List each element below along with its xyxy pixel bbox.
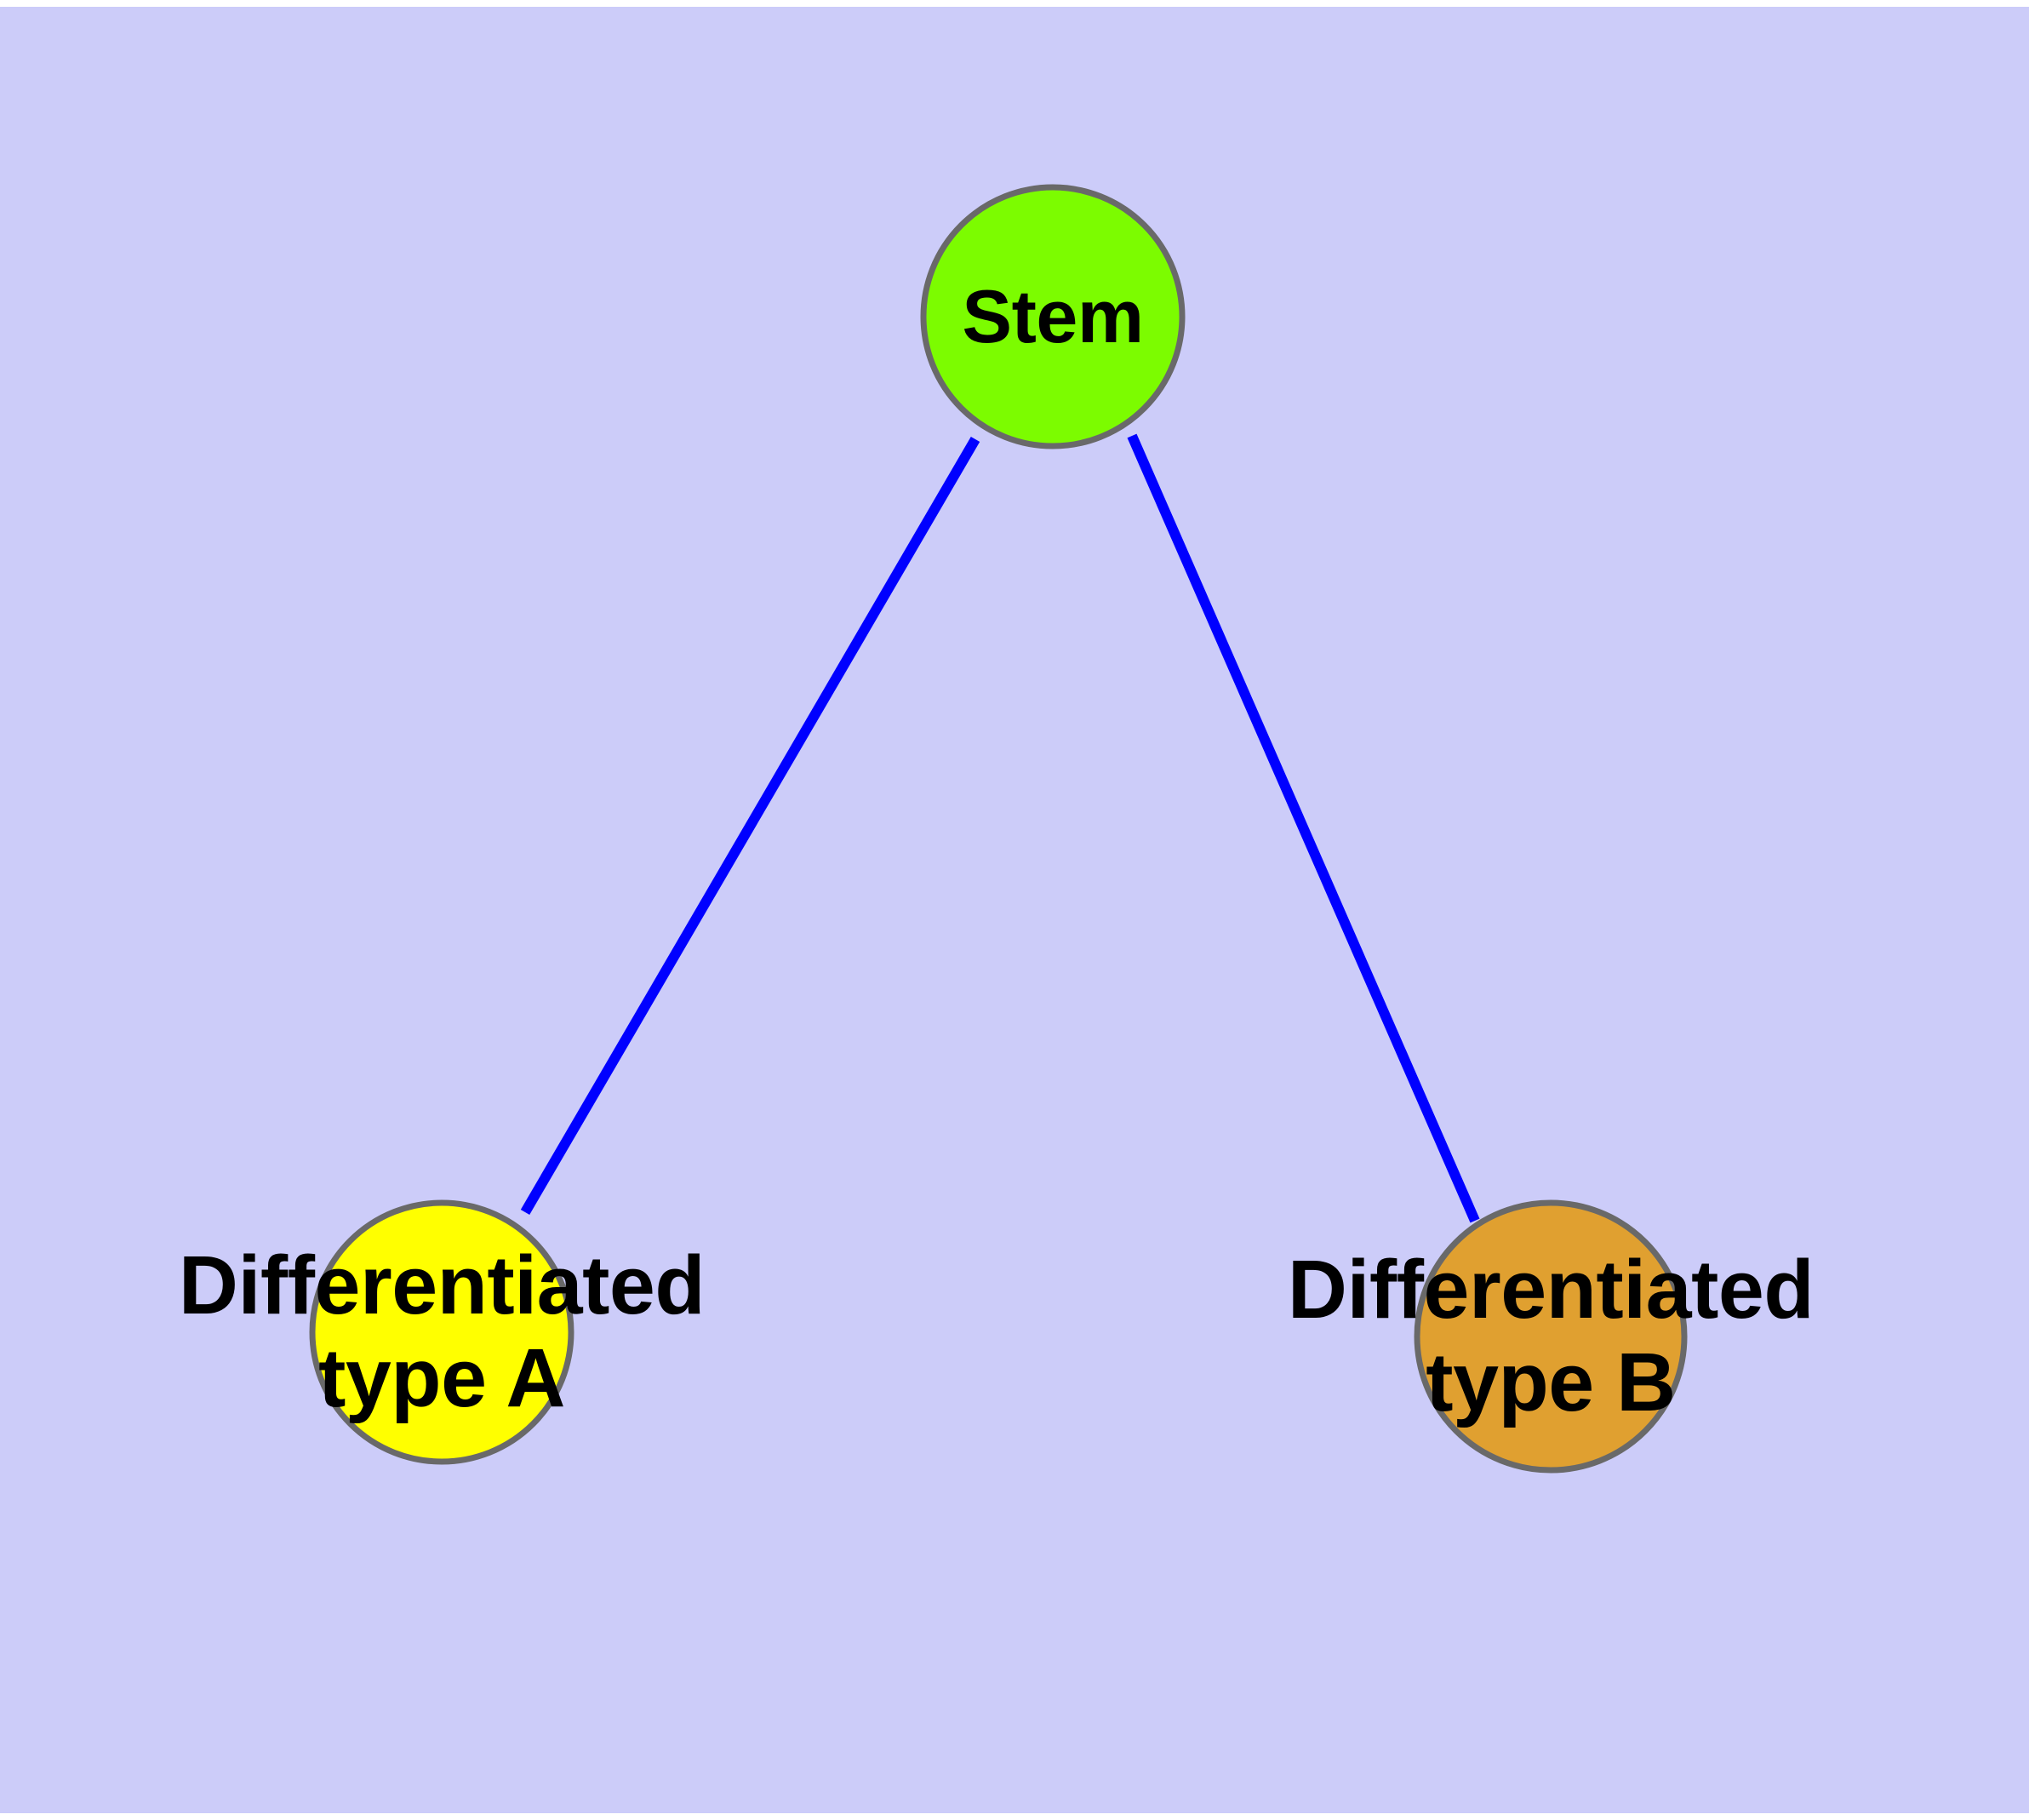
node-stem[interactable] <box>920 184 1186 449</box>
edge-group <box>520 433 1480 1223</box>
edge-stem-to-diff-a[interactable] <box>520 436 980 1216</box>
node-differentiated-type-b[interactable] <box>1414 1199 1688 1474</box>
edge-stem-to-diff-b[interactable] <box>1127 433 1480 1223</box>
node-differentiated-type-a[interactable] <box>309 1199 574 1465</box>
node-group <box>309 184 1688 1474</box>
